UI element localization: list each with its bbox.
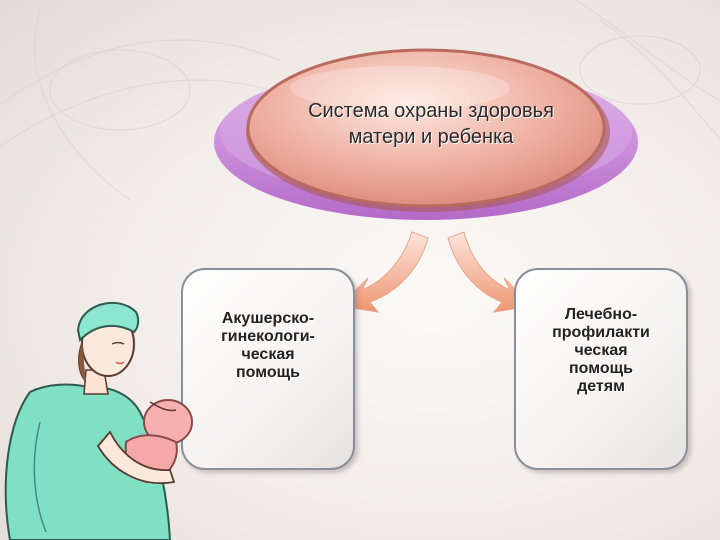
box-label-right: Лечебно- профилакти ческая помощь детям bbox=[522, 306, 680, 396]
box-label-left: Акушерско- гинекологи- ческая помощь bbox=[193, 310, 343, 382]
box-obstetric-gynecological-care: Акушерско- гинекологи- ческая помощь bbox=[181, 268, 355, 470]
nurse-holding-baby-illustration bbox=[0, 282, 200, 540]
box-pediatric-preventive-care: Лечебно- профилакти ческая помощь детям bbox=[514, 268, 688, 470]
